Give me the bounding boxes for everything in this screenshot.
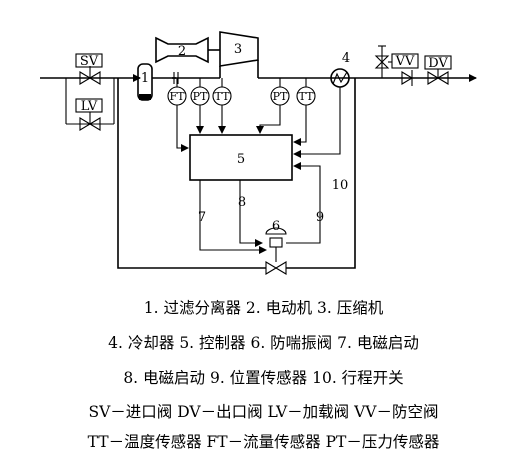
- compressor: 3: [219, 31, 259, 78]
- label-4: 4: [342, 51, 350, 66]
- compressor-system-diagram: SV LV 1 2 3 4 VV: [40, 31, 477, 275]
- label-7: 7: [198, 210, 206, 225]
- electric-motor: 2: [155, 36, 220, 64]
- legend-line-4: SV－进口阀 DV－出口阀 LV－加载阀 VV－防空阀: [88, 403, 439, 421]
- ft-sensor: FT: [167, 78, 187, 106]
- filter-separator: 1: [137, 63, 153, 101]
- legend-line-2: 4. 冷却器 5. 控制器 6. 防喘振阀 7. 电磁启动: [108, 334, 419, 352]
- tt-outlet-label: TT: [299, 90, 315, 103]
- label-3: 3: [234, 42, 242, 57]
- tt-sensor-outlet: TT: [296, 78, 316, 106]
- legend-line-5: TT－温度传感器 FT－流量传感器 PT－压力传感器: [87, 433, 440, 451]
- dv-label: DV: [428, 56, 448, 71]
- legend-line-1: 1. 过滤分离器 2. 电动机 3. 压缩机: [143, 299, 384, 317]
- controller: 5: [189, 134, 293, 181]
- cooler: 4: [330, 51, 350, 88]
- tt-sensor-inlet: TT: [212, 78, 232, 106]
- label-9: 9: [316, 210, 324, 225]
- dv-outlet-valve: DV: [424, 55, 452, 85]
- label-1: 1: [141, 71, 149, 86]
- sv-inlet-valve: SV: [75, 53, 103, 85]
- vv-vent-valve: VV: [374, 45, 419, 78]
- pt-sensor-outlet: PT: [270, 78, 290, 106]
- label-5: 5: [237, 152, 245, 167]
- pt-sensor-inlet: PT: [190, 78, 210, 106]
- anti-surge-valve: 6: [265, 219, 287, 275]
- recirculation-loop: [117, 78, 356, 269]
- sv-label: SV: [80, 54, 99, 69]
- lv-loading-valve: LV: [75, 98, 103, 131]
- legend-line-3: 8. 电磁启动 9. 位置传感器 10. 行程开关: [123, 369, 404, 387]
- label-2: 2: [178, 44, 186, 59]
- label-10: 10: [332, 178, 349, 193]
- pt-inlet-label: PT: [193, 90, 208, 103]
- label-8: 8: [238, 195, 246, 210]
- ft-label: FT: [170, 90, 186, 103]
- vv-label: VV: [395, 54, 415, 69]
- signal-lines: [176, 87, 341, 228]
- check-valve: [401, 70, 414, 86]
- label-6: 6: [272, 219, 280, 234]
- pt-outlet-label: PT: [273, 90, 288, 103]
- tt-inlet-label: TT: [215, 90, 231, 103]
- control-lines: [199, 180, 321, 254]
- lv-label: LV: [81, 99, 98, 114]
